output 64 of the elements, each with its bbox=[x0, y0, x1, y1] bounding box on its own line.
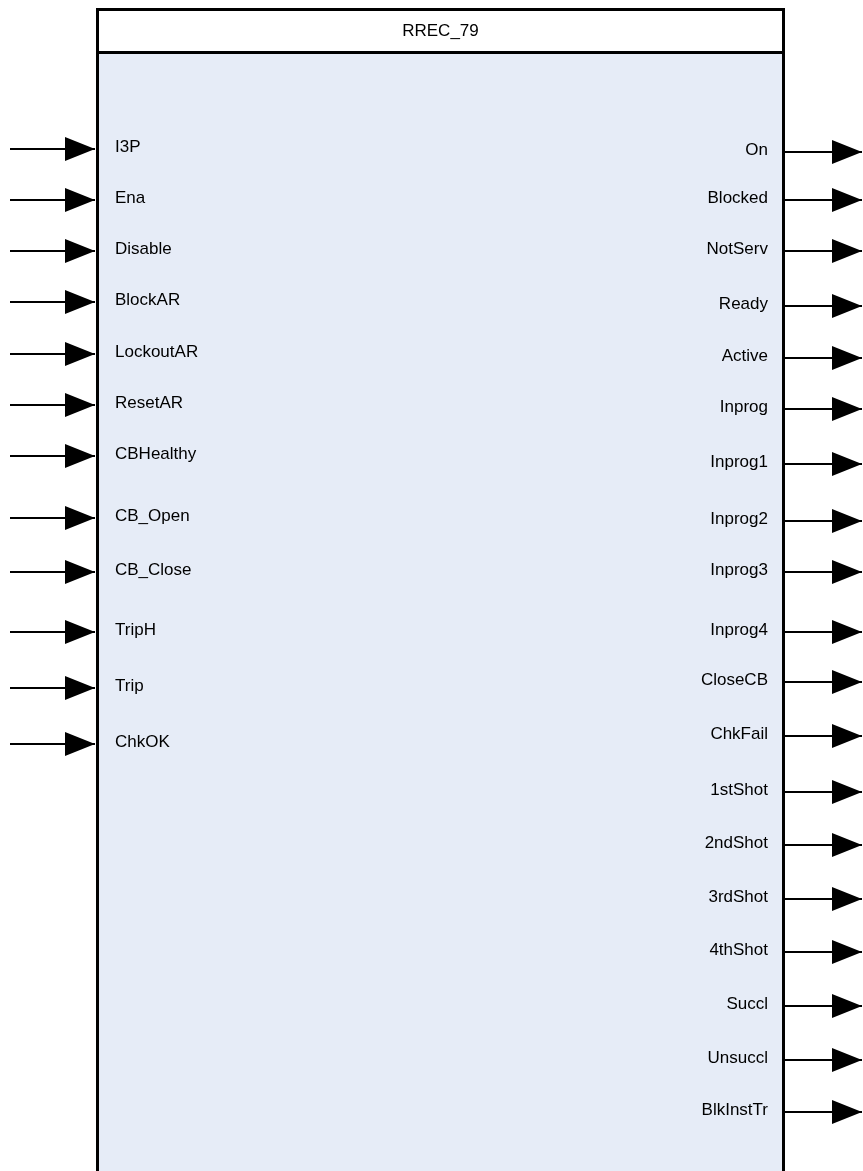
pin-label: Blocked bbox=[707, 188, 768, 208]
arrow bbox=[784, 887, 863, 911]
pin-label: CB_Open bbox=[115, 506, 190, 526]
arrow bbox=[9, 239, 96, 263]
function-block bbox=[96, 8, 785, 1171]
pin-label: On bbox=[745, 140, 768, 160]
arrow bbox=[9, 137, 96, 161]
pin-label: Inprog3 bbox=[710, 560, 768, 580]
arrow bbox=[784, 1100, 863, 1124]
arrow bbox=[784, 940, 863, 964]
arrow bbox=[784, 239, 863, 263]
pin-label: ResetAR bbox=[115, 393, 184, 413]
arrow bbox=[9, 444, 96, 468]
block-title: RREC_79 bbox=[99, 11, 782, 54]
arrow bbox=[9, 342, 96, 366]
pin-label: I3P bbox=[115, 137, 141, 157]
arrow bbox=[9, 506, 96, 530]
arrow bbox=[9, 676, 96, 700]
pin-label: TripH bbox=[115, 620, 156, 640]
arrow bbox=[784, 724, 863, 748]
pin-label: Ready bbox=[718, 294, 768, 314]
arrow bbox=[784, 509, 863, 533]
arrow bbox=[784, 294, 863, 318]
pin-label: Inprog1 bbox=[710, 452, 768, 472]
pin-label: Unsuccl bbox=[707, 1048, 768, 1068]
pin-label: BlkInstTr bbox=[701, 1100, 768, 1120]
pin-label: Active bbox=[721, 346, 768, 366]
pin-label: ChkOK bbox=[115, 732, 170, 752]
arrow bbox=[9, 560, 96, 584]
pin-label: Ena bbox=[115, 188, 146, 208]
arrow bbox=[9, 393, 96, 417]
arrow bbox=[784, 452, 863, 476]
pin-label: 1stShot bbox=[710, 780, 768, 800]
arrow bbox=[784, 670, 863, 694]
pin-label: CBHealthy bbox=[115, 444, 197, 464]
pin-label: ChkFail bbox=[710, 724, 768, 744]
pin-label: Inprog4 bbox=[710, 620, 768, 640]
arrow bbox=[9, 732, 96, 756]
arrow bbox=[9, 188, 96, 212]
arrow bbox=[784, 1048, 863, 1072]
arrow bbox=[784, 560, 863, 584]
pin-label: 4thShot bbox=[709, 940, 768, 960]
pin-label: NotServ bbox=[706, 239, 768, 259]
arrow bbox=[784, 397, 863, 421]
pin-label: Trip bbox=[115, 676, 144, 696]
arrow bbox=[784, 140, 863, 164]
pin-label: Succl bbox=[726, 994, 768, 1014]
pin-label: Inprog bbox=[719, 397, 768, 417]
pin-label: 3rdShot bbox=[708, 887, 768, 907]
arrow bbox=[784, 780, 863, 804]
pin-label: CloseCB bbox=[700, 670, 768, 690]
pin-label: 2ndShot bbox=[704, 833, 768, 853]
arrow bbox=[784, 188, 863, 212]
pin-label: LockoutAR bbox=[115, 342, 199, 362]
arrow bbox=[784, 620, 863, 644]
pin-label: CB_Close bbox=[115, 560, 192, 580]
arrow bbox=[784, 994, 863, 1018]
pin-label: BlockAR bbox=[115, 290, 181, 310]
arrow bbox=[784, 833, 863, 857]
pin-label: Inprog2 bbox=[710, 509, 768, 529]
arrow bbox=[9, 290, 96, 314]
arrow bbox=[9, 620, 96, 644]
pin-label: Disable bbox=[115, 239, 172, 259]
arrow bbox=[784, 346, 863, 370]
